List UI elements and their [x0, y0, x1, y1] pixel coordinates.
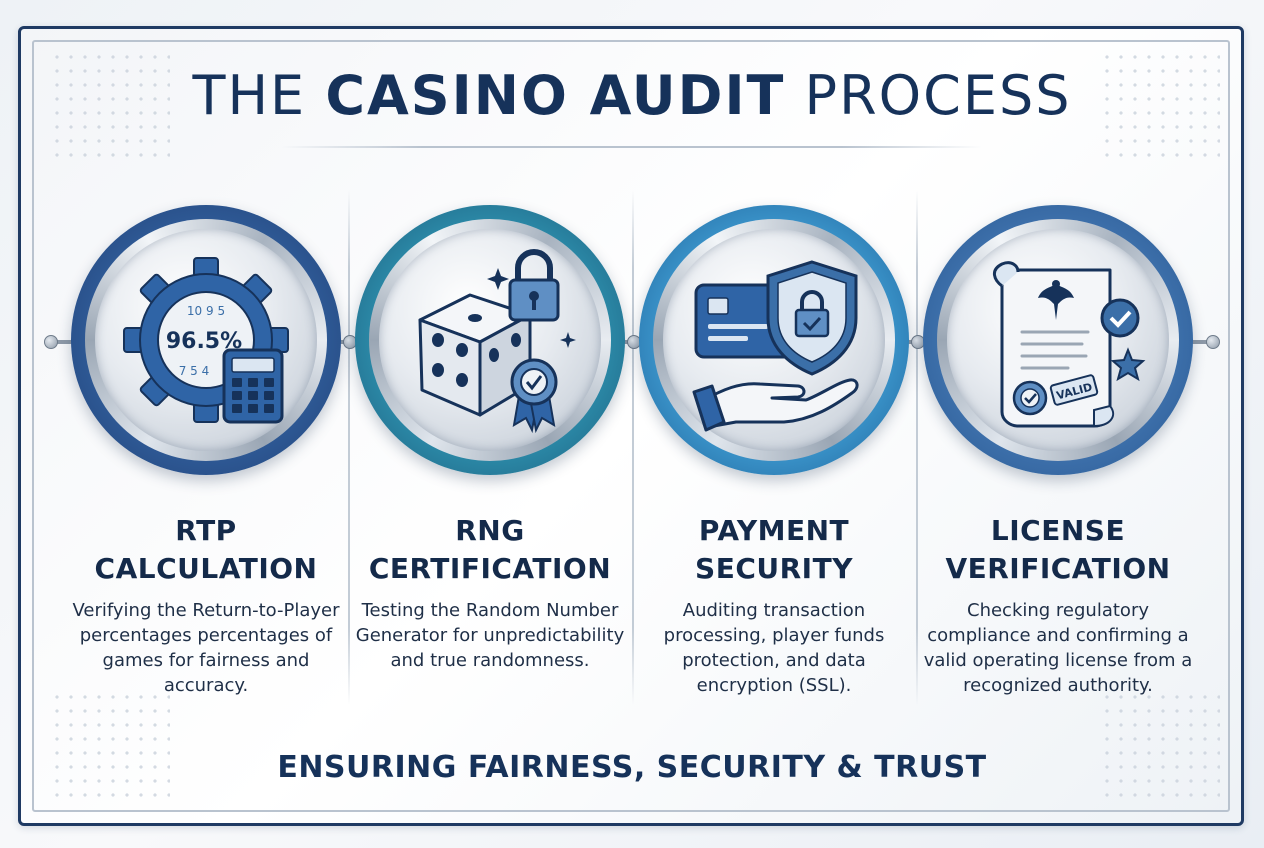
card-shield-hand-icon	[692, 260, 859, 432]
open-hand-icon	[692, 378, 859, 432]
step-title-line: PAYMENT	[698, 514, 850, 547]
dot-pattern-top-right	[1100, 50, 1220, 160]
step-title-line: CALCULATION	[94, 552, 318, 585]
page-title: THE CASINO AUDIT PROCESS	[0, 64, 1264, 127]
dice-lock-icon	[418, 249, 576, 434]
sparkle-icon	[560, 332, 576, 348]
title-part-2: PROCESS	[785, 64, 1072, 127]
inner-frame	[32, 40, 1230, 812]
star-icon	[1110, 347, 1146, 382]
step-title-license: LICENSE VERIFICATION	[916, 512, 1200, 588]
column-divider-1	[348, 190, 350, 705]
gear-calculator-icon: 10 9 5 96.5% 7 5 4	[123, 257, 289, 424]
step-title-rng: RNG CERTIFICATION	[348, 512, 632, 588]
step-description-payment: Auditing transaction processing, player …	[663, 600, 885, 696]
step-title-line: RTP	[175, 514, 237, 547]
step-title-line: CERTIFICATION	[368, 552, 612, 585]
connector-knob	[44, 335, 58, 349]
seal-badge-icon	[510, 358, 558, 434]
step-description-rtp: Verifying the Return-to-Player percentag…	[72, 600, 340, 696]
step-title-line: LICENSE	[990, 514, 1126, 547]
license-certificate-icon: VALID	[993, 261, 1146, 428]
eagle-emblem-icon	[1038, 280, 1074, 320]
connector-left	[52, 340, 82, 344]
padlock-icon	[508, 249, 560, 322]
step-title-line: SECURITY	[695, 552, 853, 585]
step-title-payment: PAYMENT SECURITY	[632, 512, 916, 588]
dot-pattern-bottom-left	[50, 690, 170, 800]
step-title-rtp: RTP CALCULATION	[64, 512, 348, 588]
footer-tagline: ENSURING FAIRNESS, SECURITY & TRUST	[277, 750, 987, 785]
title-underline	[282, 146, 982, 148]
shield-lock-icon	[766, 260, 858, 376]
title-part-1: THE	[192, 64, 326, 127]
medal-payment	[639, 205, 909, 475]
connector-right	[1182, 340, 1212, 344]
sparkle-icon	[487, 268, 509, 290]
step-description-rng: Testing the Random Number Generator for …	[355, 600, 625, 671]
column-divider-3	[916, 190, 918, 705]
rtp-digits-bottom: 7 5 4	[179, 364, 210, 378]
column-divider-2	[632, 190, 634, 705]
dot-pattern-bottom-right	[1100, 690, 1220, 800]
seal-icon	[1012, 380, 1048, 416]
medal-rng	[355, 205, 625, 475]
medal-license: VALID	[923, 205, 1193, 475]
step-description-license: Checking regulatory compliance and confi…	[923, 600, 1193, 696]
calculator-icon	[222, 348, 284, 424]
rtp-digits-top: 10 9 5	[187, 304, 225, 318]
valid-stamp: VALID	[1049, 374, 1099, 406]
connector-knob	[1206, 335, 1220, 349]
dot-pattern-top-left	[50, 50, 170, 160]
medal-rtp: 10 9 5 96.5% 7 5 4	[71, 205, 341, 475]
step-title-line: VERIFICATION	[945, 552, 1171, 585]
check-badge-icon	[1100, 298, 1140, 338]
title-emphasis: CASINO AUDIT	[325, 64, 786, 127]
step-title-line: RNG	[455, 514, 525, 547]
